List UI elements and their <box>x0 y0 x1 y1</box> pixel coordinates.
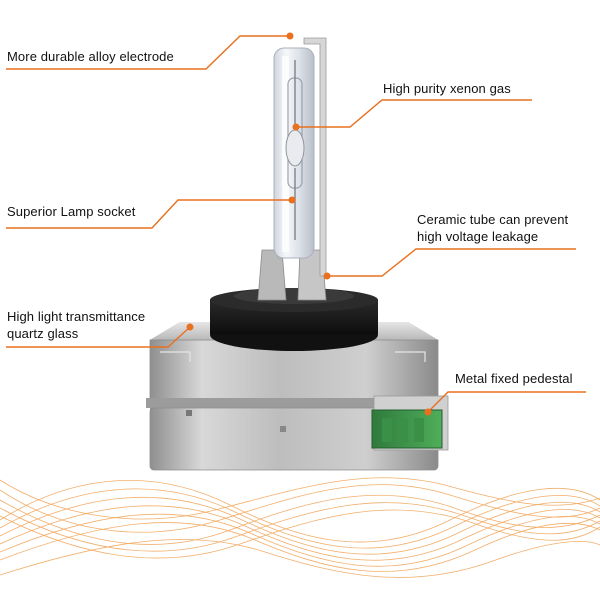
callout-line-pedestal <box>427 391 586 413</box>
label-quartz-line-1: High light transmittance <box>7 309 146 324</box>
label-xenon: High purity xenon gas <box>383 80 511 97</box>
label-ceramic-line-2: high voltage leakage <box>417 229 539 244</box>
callout-dot-pedestal <box>424 408 432 416</box>
callout-dot-xenon <box>292 123 300 131</box>
callout-dot-socket <box>288 196 296 204</box>
callout-dot-quartz <box>186 323 194 331</box>
lamp-socket-ring <box>210 288 378 351</box>
callout-line-ceramic <box>327 248 576 277</box>
label-electrode-line-1: More durable alloy electrode <box>7 49 174 64</box>
callout-line-xenon <box>296 99 532 128</box>
label-quartz: High light transmittance quartz glass <box>7 308 145 342</box>
callout-line-socket <box>6 199 292 229</box>
decorative-waves <box>0 477 600 578</box>
callout-dot-ceramic <box>323 272 331 280</box>
green-connector <box>371 395 449 451</box>
label-socket-line-1: Superior Lamp socket <box>7 204 136 219</box>
label-pedestal: Metal fixed pedestal <box>455 370 573 387</box>
label-ceramic-line-1: Ceramic tube can prevent <box>417 212 569 227</box>
label-quartz-line-2: quartz glass <box>7 326 79 341</box>
label-pedestal-line-1: Metal fixed pedestal <box>455 371 573 386</box>
label-xenon-line-1: High purity xenon gas <box>383 81 511 96</box>
callout-dots <box>186 32 432 416</box>
callout-line-quartz <box>6 326 191 348</box>
label-electrode: More durable alloy electrode <box>7 48 174 65</box>
callout-dot-electrode <box>286 32 294 40</box>
callout-lines <box>6 35 586 413</box>
electrode-wire <box>303 37 327 277</box>
label-socket: Superior Lamp socket <box>7 203 135 220</box>
quartz-glass-tube <box>273 47 315 259</box>
callout-line-electrode <box>6 35 290 70</box>
label-ceramic: Ceramic tube can prevent high voltage le… <box>417 211 568 245</box>
